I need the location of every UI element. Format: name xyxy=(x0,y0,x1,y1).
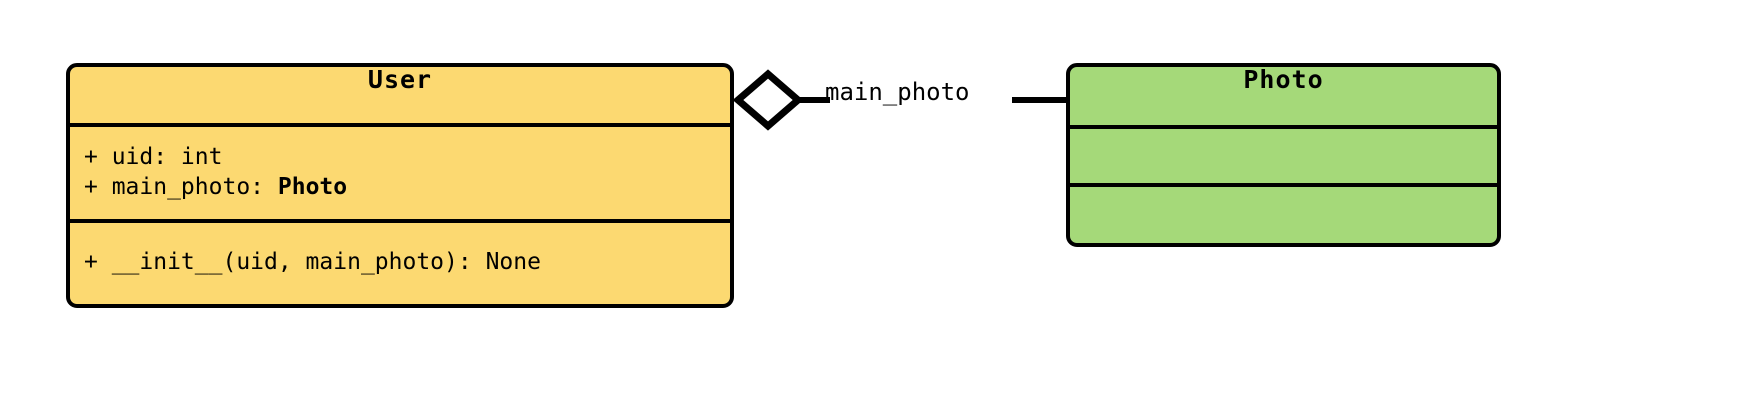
association-label-main-photo: main_photo xyxy=(825,78,970,106)
aggregation-connector-main-photo[interactable] xyxy=(730,60,1070,140)
class-title-compartment-user: User xyxy=(70,67,730,123)
aggregation-diamond-icon xyxy=(732,69,804,131)
class-methods-compartment-user: + __init__(uid, main_photo): None xyxy=(70,219,730,304)
class-name-photo: Photo xyxy=(1243,65,1324,94)
class-box-photo[interactable]: Photo xyxy=(1066,63,1501,247)
method-init: + __init__(uid, main_photo): None xyxy=(84,249,541,276)
attribute-main-photo-prefix: + main_photo: xyxy=(84,174,278,200)
class-attributes-compartment-user: + uid: int + main_photo: Photo xyxy=(70,123,730,219)
class-attributes-compartment-photo xyxy=(1070,125,1497,183)
class-methods-compartment-photo xyxy=(1070,183,1497,243)
class-title-compartment-photo: Photo xyxy=(1070,67,1497,125)
attribute-main-photo: + main_photo: Photo xyxy=(84,172,716,202)
attribute-uid: + uid: int xyxy=(84,143,223,170)
class-box-user[interactable]: User + uid: int + main_photo: Photo + __… xyxy=(66,63,734,308)
attribute-main-photo-type[interactable]: Photo xyxy=(277,174,348,200)
class-name-user: User xyxy=(367,65,433,94)
